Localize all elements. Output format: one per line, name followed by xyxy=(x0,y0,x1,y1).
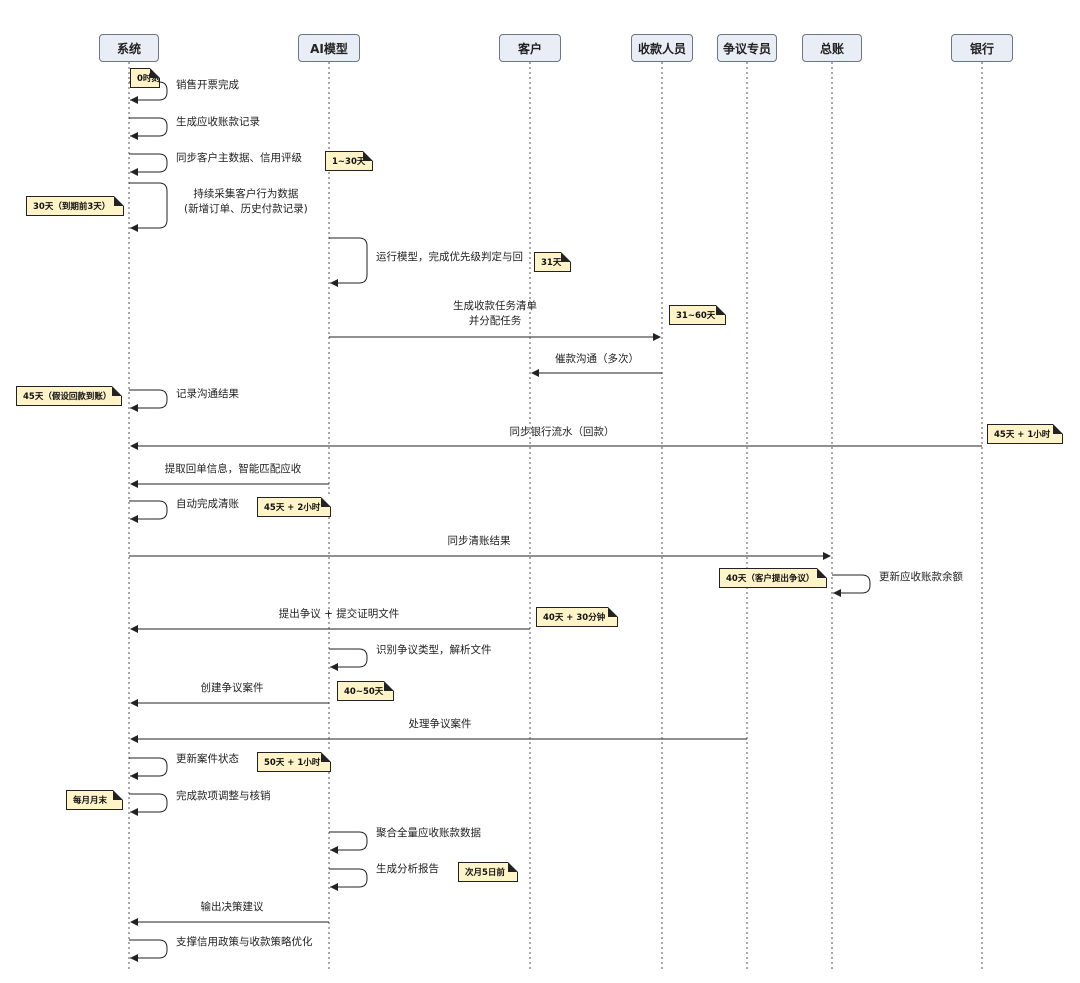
time-note: 30天（到期前3天） xyxy=(26,196,124,216)
participant-bank: 银行 xyxy=(951,34,1013,62)
time-note: 40天（客户提出争议） xyxy=(719,568,827,588)
participant-ai: AI模型 xyxy=(298,34,360,62)
time-note: 次月5日前 xyxy=(458,862,518,882)
message-label: 提取回单信息，智能匹配应收 xyxy=(164,463,302,475)
arrowhead xyxy=(130,132,138,140)
self-message-label: 支撑信用政策与收款策略优化 xyxy=(176,936,313,948)
time-note: 45天 + 1小时 xyxy=(987,424,1063,444)
arrowhead xyxy=(130,699,138,707)
time-note: 40天 + 30分钟 xyxy=(536,607,618,627)
arrowhead xyxy=(130,96,138,104)
arrowhead xyxy=(531,369,539,377)
self-message-arrow xyxy=(129,500,168,520)
self-message-arrow xyxy=(129,389,168,409)
participant-cust: 客户 xyxy=(499,34,561,62)
self-message-label: 更新案件状态 xyxy=(176,753,239,765)
time-note: 50天 + 1小时 xyxy=(257,752,331,772)
self-message-arrow xyxy=(129,81,168,101)
time-note: 0时刻 xyxy=(130,68,160,88)
self-message-arrow xyxy=(329,237,368,284)
time-note: 40~50天 xyxy=(337,681,394,701)
arrowhead xyxy=(330,663,338,671)
self-message-label: 运行模型，完成优先级判定与回 xyxy=(376,251,523,263)
arrowhead xyxy=(330,883,338,891)
self-message-arrow xyxy=(129,757,168,777)
message-label: 创建争议案件 xyxy=(200,682,264,694)
time-note: 45天（假设回款到账） xyxy=(16,386,122,406)
time-note: 31天 xyxy=(534,252,571,272)
arrowhead xyxy=(130,918,138,926)
self-message-arrow xyxy=(129,153,168,173)
self-message-label: 更新应收账款余额 xyxy=(879,571,963,583)
self-message-arrow xyxy=(129,793,168,813)
self-message-label: 持续采集客户行为数据 (新增订单、历史付款记录) xyxy=(184,188,308,215)
message-label: 输出决策建议 xyxy=(200,901,264,913)
message-label: 同步清账结果 xyxy=(447,535,511,547)
arrowhead xyxy=(130,515,138,523)
self-message-label: 销售开票完成 xyxy=(176,79,239,91)
arrowhead xyxy=(823,552,831,560)
arrowhead xyxy=(130,772,138,780)
self-message-label: 生成应收账款记录 xyxy=(176,116,260,128)
self-message-arrow xyxy=(329,831,368,851)
self-message-label: 生成分析报告 xyxy=(376,863,439,875)
arrowhead xyxy=(130,404,138,412)
participant-gl: 总账 xyxy=(802,34,862,62)
time-note: 每月月末 xyxy=(66,790,123,810)
arrowhead xyxy=(130,808,138,816)
time-note: 31~60天 xyxy=(669,305,726,325)
self-message-arrow xyxy=(129,182,168,229)
arrowhead xyxy=(330,846,338,854)
arrowhead xyxy=(130,735,138,743)
message-label: 提出争议 + 提交证明文件 xyxy=(278,608,400,620)
message-label: 处理争议案件 xyxy=(408,718,472,730)
arrowhead xyxy=(330,279,338,287)
self-message-label: 识别争议类型，解析文件 xyxy=(376,644,492,656)
self-message-label: 聚合全量应收账款数据 xyxy=(376,827,481,839)
message-label: 生成收款任务清单 并分配任务 xyxy=(453,300,537,327)
self-message-label: 自动完成清账 xyxy=(176,498,239,510)
arrowhead xyxy=(130,954,138,962)
self-message-arrow xyxy=(329,868,368,888)
self-message-label: 完成款项调整与核销 xyxy=(176,790,271,802)
arrowhead xyxy=(130,442,138,450)
message-label: 催款沟通（多次） xyxy=(555,353,639,365)
arrowhead xyxy=(833,589,841,597)
participant-sys: 系统 xyxy=(99,34,159,62)
arrowhead xyxy=(653,333,661,341)
arrowhead xyxy=(130,224,138,232)
arrowhead xyxy=(130,168,138,176)
self-message-label: 同步客户主数据、信用评级 xyxy=(176,152,302,164)
self-message-label: 记录沟通结果 xyxy=(176,388,239,400)
self-message-arrow xyxy=(129,939,168,959)
self-message-arrow xyxy=(329,648,368,668)
participant-coll: 收款人员 xyxy=(631,34,693,62)
time-note: 1~30天 xyxy=(325,151,373,171)
participant-disp: 争议专员 xyxy=(717,34,777,62)
arrowhead xyxy=(130,480,138,488)
arrowhead xyxy=(130,625,138,633)
time-note: 45天 + 2小时 xyxy=(257,497,331,517)
self-message-arrow xyxy=(129,117,168,137)
self-message-arrow xyxy=(832,574,871,594)
message-label: 同步银行流水（回款） xyxy=(509,426,615,438)
